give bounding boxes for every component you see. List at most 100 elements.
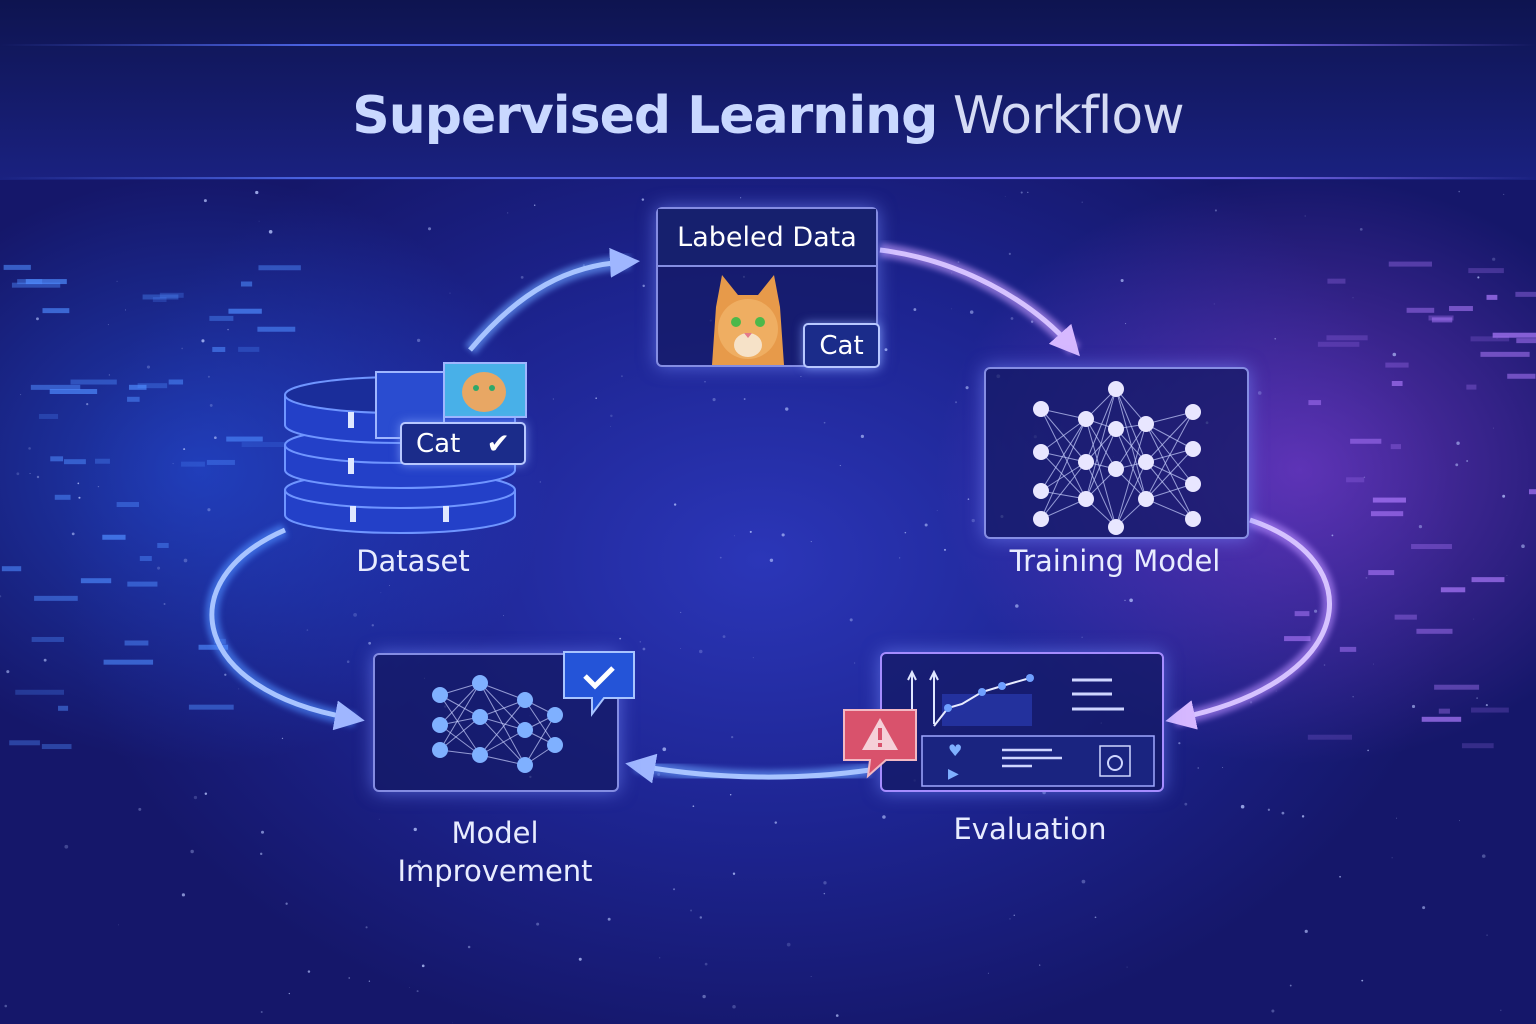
- star: [255, 190, 259, 195]
- star: [503, 615, 504, 617]
- network-edge: [479, 682, 526, 701]
- data-streak: [1284, 636, 1311, 642]
- star: [108, 374, 110, 376]
- star: [16, 472, 20, 476]
- star: [904, 531, 907, 534]
- training-model-label: Training Model: [1009, 544, 1221, 578]
- star: [1418, 524, 1423, 529]
- star: [642, 284, 645, 288]
- data-streak: [157, 542, 169, 548]
- star: [1081, 879, 1086, 884]
- data-streak: [1346, 477, 1365, 483]
- data-streak: [188, 704, 234, 710]
- star: [659, 957, 661, 959]
- star: [207, 508, 211, 512]
- star: [1396, 817, 1398, 819]
- star: [427, 227, 432, 231]
- star: [810, 976, 812, 977]
- data-streak: [1486, 294, 1498, 300]
- star: [951, 308, 952, 310]
- star: [1015, 604, 1019, 608]
- dataset-label: Dataset: [356, 544, 470, 578]
- star: [752, 657, 754, 659]
- network-node: [1078, 491, 1094, 507]
- star: [172, 463, 174, 465]
- network-node: [1185, 404, 1201, 420]
- star: [209, 404, 213, 407]
- star: [163, 603, 166, 605]
- star: [1323, 664, 1326, 666]
- network-node: [1078, 454, 1094, 470]
- data-streak: [1449, 306, 1473, 312]
- star: [124, 309, 127, 311]
- model-improvement-label: Model Improvement: [380, 814, 610, 890]
- star: [1197, 767, 1199, 769]
- network-edge: [1085, 388, 1117, 500]
- data-streak: [9, 740, 40, 746]
- network-edge: [1145, 461, 1194, 520]
- network-node: [1033, 483, 1049, 499]
- neural-network-icon: [1033, 381, 1201, 535]
- star: [1008, 252, 1011, 255]
- star: [449, 292, 451, 294]
- network-edge: [1145, 498, 1194, 520]
- star: [1081, 636, 1083, 638]
- star: [595, 397, 597, 400]
- star: [86, 403, 89, 406]
- network-edge: [1145, 411, 1194, 425]
- star: [1458, 190, 1460, 193]
- star: [1372, 663, 1374, 665]
- star: [77, 482, 80, 485]
- star: [520, 275, 524, 279]
- star: [690, 909, 693, 912]
- star: [882, 815, 886, 819]
- star: [1020, 191, 1023, 194]
- star: [238, 688, 240, 690]
- star: [1009, 918, 1011, 920]
- star: [1271, 1009, 1275, 1013]
- star: [733, 535, 735, 537]
- star: [64, 844, 69, 849]
- data-streak: [198, 644, 229, 650]
- star: [1456, 441, 1460, 445]
- data-streak: [206, 459, 235, 465]
- star: [965, 386, 969, 390]
- network-edge: [1115, 388, 1147, 500]
- star: [201, 339, 205, 343]
- star: [259, 852, 263, 856]
- star: [1503, 193, 1505, 195]
- network-edge: [439, 724, 481, 756]
- star: [1473, 618, 1475, 620]
- star: [924, 523, 928, 527]
- star: [884, 348, 888, 352]
- data-streak: [54, 494, 71, 500]
- star: [719, 556, 722, 559]
- star: [1363, 476, 1366, 478]
- data-streak: [226, 436, 263, 442]
- star: [346, 660, 350, 663]
- svg-text:▶: ▶: [948, 766, 959, 782]
- star: [204, 792, 208, 796]
- star: [774, 821, 778, 824]
- star: [1275, 690, 1277, 692]
- network-edge: [439, 682, 481, 751]
- network-edge: [1145, 411, 1194, 463]
- network-edge: [1040, 461, 1087, 492]
- data-streak: [1350, 438, 1382, 444]
- star: [1030, 320, 1034, 323]
- data-streak: [31, 636, 65, 642]
- star: [1352, 297, 1354, 299]
- data-streak: [58, 705, 69, 711]
- network-edge: [1040, 461, 1087, 520]
- arrow-dataset-to-labeled: [464, 247, 640, 355]
- arrow-improvement-to-dataset: [205, 523, 365, 731]
- network-node: [472, 747, 488, 763]
- star: [1013, 914, 1015, 916]
- star: [371, 624, 374, 627]
- network-edge: [1085, 461, 1117, 528]
- star: [662, 747, 667, 752]
- network-node: [517, 692, 533, 708]
- data-streak: [1307, 734, 1353, 740]
- star: [224, 673, 227, 676]
